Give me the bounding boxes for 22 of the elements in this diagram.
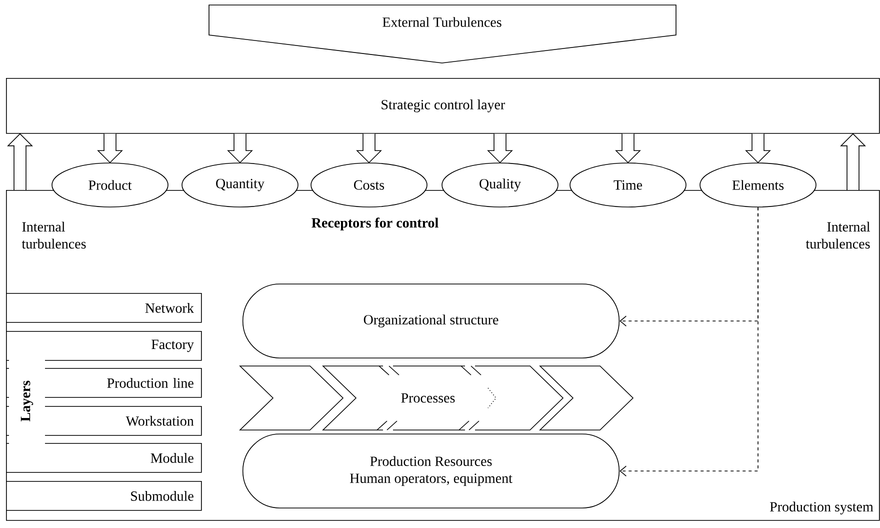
block-arrow [615, 133, 641, 164]
process-chevrons: Processes [239, 365, 634, 431]
heading-label: Receptors for control [312, 218, 438, 230]
dashed-arrow [620, 207, 758, 476]
layer-box: Module [6, 443, 202, 473]
layer-box: Strategic control layer [6, 78, 880, 134]
arrow-shape-box: External Turbulences [208, 4, 676, 64]
block-arrow [745, 133, 771, 164]
rounded-box: Organizational structure [242, 284, 620, 358]
rounded-box: Production Resources Human operators, equipment [242, 434, 620, 508]
layer-box: Factory [6, 331, 202, 361]
block-arrow [840, 133, 866, 190]
label: Internal turbulences [22, 222, 86, 249]
block-arrow [7, 133, 33, 190]
block-arrow [356, 133, 382, 164]
label: Internal turbulences [806, 222, 870, 249]
layer-box: Network [6, 293, 202, 323]
block-arrow [97, 133, 123, 164]
block-arrow [487, 133, 513, 164]
layer-box: Submodule [6, 481, 202, 511]
block-arrow [227, 133, 253, 164]
rotated-label: Layers [9, 358, 45, 444]
